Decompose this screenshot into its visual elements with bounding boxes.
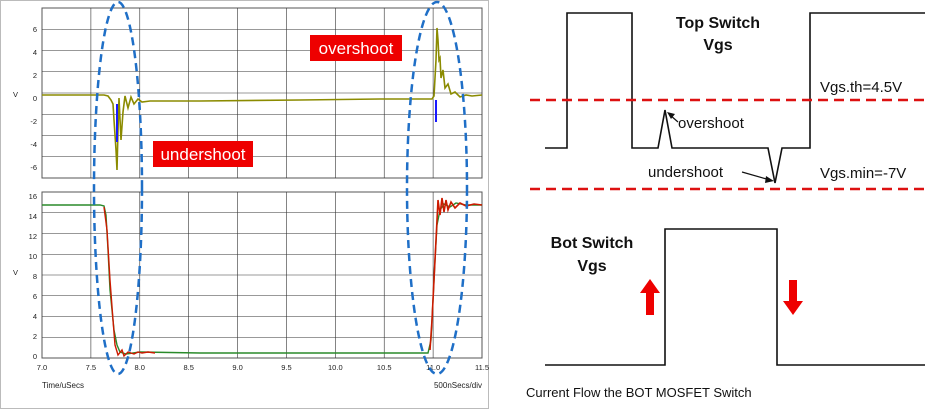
y-tick-label: 2 [33, 71, 37, 80]
undershoot-callout-text: undershoot [160, 145, 245, 164]
bottom-panel: 16 14 12 10 8 6 4 2 0 V [13, 191, 483, 361]
timebase-label: 500nSecs/div [434, 381, 482, 390]
y-tick-label: 8 [33, 272, 37, 281]
bottom-trace [42, 197, 483, 358]
undershoot-callout-bg [153, 141, 253, 167]
overshoot-label: overshoot [678, 115, 745, 132]
undershoot-label: undershoot [648, 164, 724, 181]
x-tick-label: 11.0 [426, 363, 440, 372]
y-tick-label: -6 [30, 163, 37, 172]
top-panel-y-ticks: 6 4 2 0 -2 -4 -6 [30, 25, 37, 172]
bottom-panel-y-ticks: 16 14 12 10 8 6 4 2 0 [29, 192, 37, 361]
undershoot-callout: undershoot [153, 141, 253, 167]
x-tick-label: 7.0 [37, 363, 47, 372]
top-switch-vgs-trace [42, 27, 483, 171]
y-tick-label: 6 [33, 25, 37, 34]
rising-current-arrow-icon [640, 279, 660, 315]
overshoot-pointer-head [667, 112, 675, 119]
overshoot-callout-text: overshoot [319, 39, 394, 58]
y-tick-label: -2 [30, 117, 37, 126]
bottom-switch-vgs-trace-red-rise [429, 197, 483, 351]
gate-drive-timing-diagram: Top Switch Vgs Vgs.th=4.5V Vgs.min=-7V o… [526, 12, 930, 400]
overshoot-region-ellipse [405, 0, 469, 376]
y-tick-label: 0 [33, 352, 37, 361]
min-voltage-label: Vgs.min=-7V [820, 165, 906, 182]
oscilloscope-capture: 6 4 2 0 -2 -4 -6 V 16 14 12 10 8 6 4 2 0 V 7.0 7.5 8.0 8.… [0, 0, 489, 409]
y-tick-label: 2 [33, 332, 37, 341]
top-switch-title-line1: Top Switch [676, 15, 760, 32]
x-axis-ticks: 7.0 7.5 8.0 8.5 9.0 9.5 10.0 10.5 11.0 11.5 [37, 363, 489, 372]
x-tick-label: 10.0 [328, 363, 343, 372]
y-tick-label: 6 [33, 292, 37, 301]
x-tick-label: 7.5 [86, 363, 96, 372]
y-tick-label: 0 [33, 94, 37, 103]
y-tick-label: 4 [33, 48, 37, 57]
x-tick-label: 11.5 [475, 363, 489, 372]
top-switch-title-line2: Vgs [703, 37, 732, 54]
top-panel-y-unit: V [13, 90, 18, 99]
bottom-panel-y-unit: V [13, 268, 18, 277]
y-tick-label: -4 [30, 140, 37, 149]
undershoot-pointer-head [765, 176, 774, 183]
x-tick-label: 9.0 [232, 363, 242, 372]
bottom-switch-vgs-trace-red-fall [103, 206, 156, 358]
diagram-caption: Current Flow the BOT MOSFET Switch [526, 385, 752, 400]
y-tick-label: 4 [33, 312, 37, 321]
x-tick-label: 9.5 [281, 363, 291, 372]
undershoot-region-ellipse [92, 0, 144, 376]
undershoot-pointer [741, 171, 771, 181]
bottom-switch-waveform [545, 228, 925, 366]
falling-current-arrow-icon [783, 280, 803, 315]
top-switch-waveform [545, 12, 925, 184]
y-tick-label: 12 [29, 232, 37, 241]
top-trace [42, 27, 483, 171]
x-tick-label: 8.0 [135, 363, 145, 372]
bot-switch-title-line2: Vgs [577, 258, 606, 275]
bot-switch-title-line1: Bot Switch [551, 235, 634, 252]
y-tick-label: 16 [29, 192, 37, 201]
overshoot-callout: overshoot [310, 35, 402, 61]
x-axis-label: Time/uSecs [42, 381, 84, 390]
x-tick-label: 10.5 [377, 363, 392, 372]
y-tick-label: 14 [29, 212, 37, 221]
threshold-label: Vgs.th=4.5V [820, 79, 902, 96]
y-tick-label: 10 [29, 252, 37, 261]
overshoot-callout-bg [310, 35, 402, 61]
x-tick-label: 8.5 [183, 363, 193, 372]
